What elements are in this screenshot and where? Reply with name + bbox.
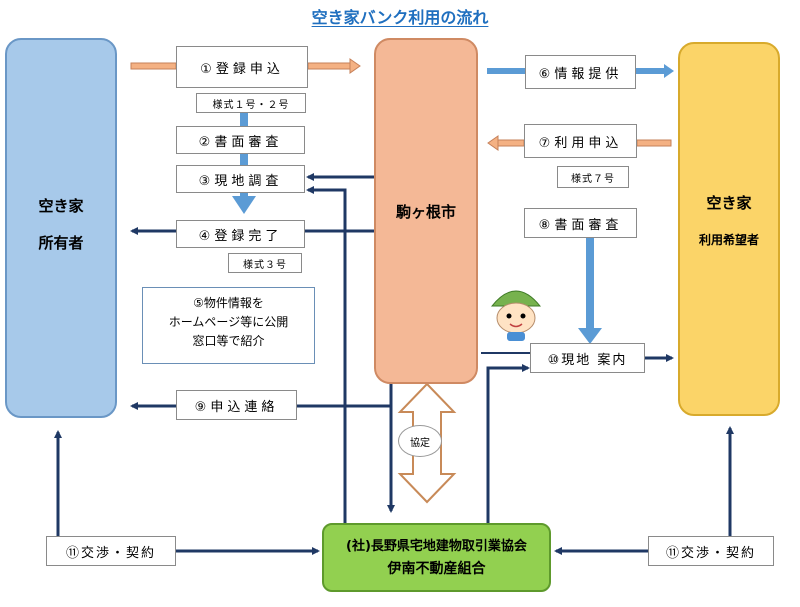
association-name: (社)長野県宅地建物取引業協会 [346,538,527,554]
step-2-box: ②書面審査 [176,126,305,154]
arrow-review2-down [578,236,602,344]
step-5-line-2: ホームページ等に公開 [168,315,289,329]
mascot-illustration [490,290,542,341]
seeker-label-1: 空き家 [706,194,752,212]
form-7-label: 様式７号 [557,166,629,188]
step-9-box: ⑨申込連絡 [176,390,297,420]
step-4-box: ④登録完了 [176,220,305,248]
arrow-assoc-survey [306,186,347,523]
step-7-box: ⑦利用申込 [524,124,637,158]
diagram-title: 空き家バンク利用の流れ [311,8,489,27]
step-6-box: ⑥情報提供 [525,55,636,89]
arrow-review-down [232,112,256,214]
owner-label-1: 空き家 [38,197,84,215]
step-11-right-box: ⑪交渉・契約 [648,536,774,566]
step-5-line-1: ⑤物件情報を [193,296,264,310]
owner-column: 空き家 所有者 [5,38,117,418]
arrow-assoc-tour [486,364,530,523]
association-box: (社)長野県宅地建物取引業協会 伊南不動産組合 [322,523,551,592]
arrow-apply [487,135,672,151]
arrow-info [487,64,674,78]
association-branch: 伊南不動産組合 [387,560,486,577]
seeker-column: 空き家 利用希望者 [678,42,780,416]
step-3-box: ③現地調査 [176,165,305,193]
step-1-box: ①登録申込 [176,46,308,88]
step-5-line-3: 窓口等で紹介 [192,334,265,348]
owner-label-2: 所有者 [38,234,84,252]
step-11-left-box: ⑪交渉・契約 [46,536,176,566]
form-1-2-label: 様式１号・２号 [196,93,306,113]
seeker-label-2: 利用希望者 [698,233,759,247]
form-3-label: 様式３号 [228,253,302,273]
arrow-step1 [130,58,361,74]
city-column: 駒ヶ根市 [374,38,478,384]
city-label: 駒ヶ根市 [395,202,456,221]
step-8-box: ⑧書面審査 [524,208,637,238]
step-5-box: ⑤物件情報を ホームページ等に公開 窓口等で紹介 [142,287,315,364]
agreement-label: 協定 [398,425,442,457]
step-10-box: ⑩現地 案内 [530,343,645,373]
